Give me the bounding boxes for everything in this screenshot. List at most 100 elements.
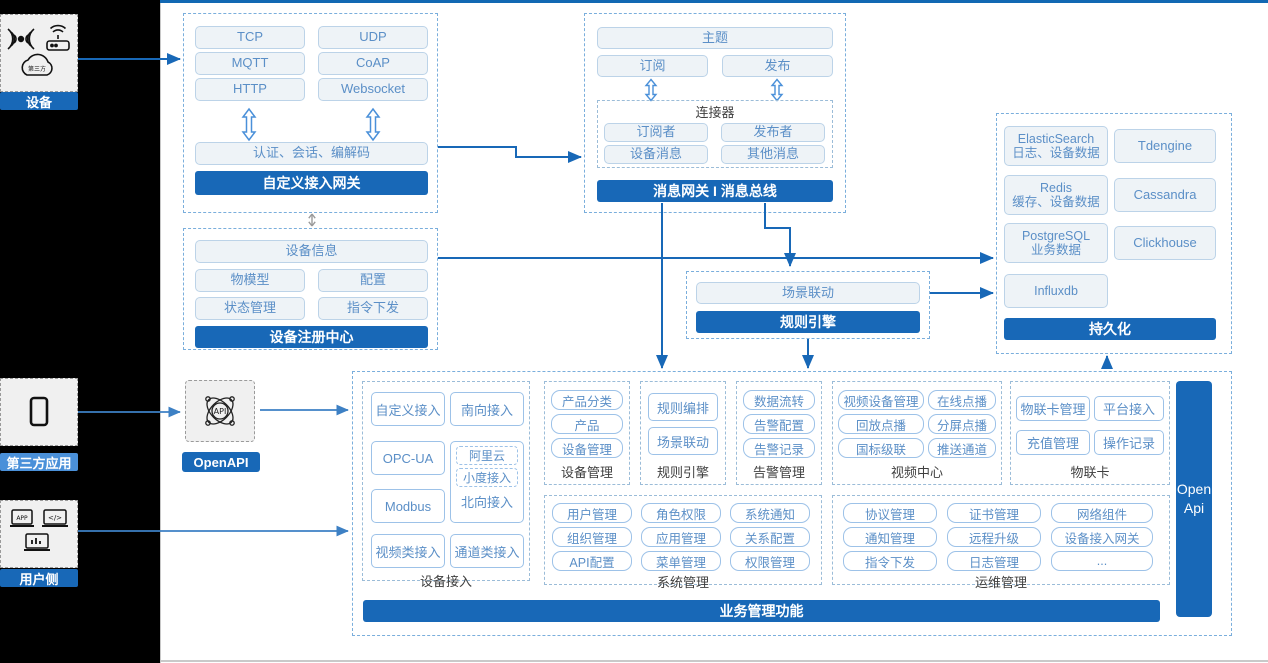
persistence-redis-sub: 缓存、设备数据 bbox=[1012, 195, 1100, 209]
group-system-management-item-4[interactable]: 应用管理 bbox=[641, 527, 721, 547]
user-side-icon-group: APP </> bbox=[10, 509, 68, 551]
persistence-bar[interactable]: 持久化 bbox=[1004, 318, 1216, 340]
persistence-elasticsearch-name: ElasticSearch bbox=[1017, 131, 1095, 146]
persistence-redis-name: Redis bbox=[1040, 180, 1072, 195]
group-video-center-item-0[interactable]: 视频设备管理 bbox=[838, 390, 924, 410]
persistence-group bbox=[996, 113, 1232, 354]
connector-publisher[interactable]: 发布者 bbox=[721, 123, 825, 142]
group-video-center-item-3[interactable]: 分屏点播 bbox=[928, 414, 996, 434]
registry-thing-model[interactable]: 物模型 bbox=[195, 269, 305, 292]
connector-other-msg[interactable]: 其他消息 bbox=[721, 145, 825, 164]
group-system-management-item-6[interactable]: API配置 bbox=[552, 551, 632, 571]
group-iot-card-item-2[interactable]: 充值管理 bbox=[1016, 430, 1090, 455]
device-registry-bar[interactable]: 设备注册中心 bbox=[195, 326, 428, 348]
gateway-protocol-mqtt[interactable]: MQTT bbox=[195, 52, 305, 75]
group-system-management-item-1[interactable]: 角色权限 bbox=[641, 503, 721, 523]
group-system-management-item-5[interactable]: 关系配置 bbox=[730, 527, 810, 547]
registry-config[interactable]: 配置 bbox=[318, 269, 428, 292]
group-system-management-title: 系统管理 bbox=[656, 574, 709, 590]
device-access-video[interactable]: 视频类接入 bbox=[371, 534, 445, 568]
group-system-management-item-8[interactable]: 权限管理 bbox=[730, 551, 810, 571]
device-access-southbound[interactable]: 南向接入 bbox=[450, 392, 524, 426]
device-access-modbus[interactable]: Modbus bbox=[371, 489, 445, 523]
group-ops-management-item-4[interactable]: 远程升级 bbox=[947, 527, 1041, 547]
persistence-tdengine[interactable]: Tdengine bbox=[1114, 129, 1216, 163]
device-access-opc-ua[interactable]: OPC-UA bbox=[371, 441, 445, 475]
persistence-elasticsearch-sub: 日志、设备数据 bbox=[1012, 146, 1100, 160]
group-ops-management-item-1[interactable]: 证书管理 bbox=[947, 503, 1041, 523]
registry-state-mgmt[interactable]: 状态管理 bbox=[195, 297, 305, 320]
device-access-northbound-xiaodu[interactable]: 小度接入 bbox=[456, 468, 518, 487]
message-subscribe[interactable]: 订阅 bbox=[597, 55, 708, 77]
group-ops-management-item-3[interactable]: 通知管理 bbox=[843, 527, 937, 547]
actor-label-user-side: 用户侧 bbox=[0, 569, 78, 587]
device-access-channel[interactable]: 通道类接入 bbox=[450, 534, 524, 568]
device-access-northbound[interactable]: 阿里云 小度接入 北向接入 bbox=[450, 441, 524, 523]
group-device-management-item-1[interactable]: 产品 bbox=[551, 414, 623, 434]
persistence-postgresql-name: PostgreSQL bbox=[1021, 228, 1091, 243]
group-system-management-item-3[interactable]: 组织管理 bbox=[552, 527, 632, 547]
registry-device-info[interactable]: 设备信息 bbox=[195, 240, 428, 263]
connector-subscriber[interactable]: 订阅者 bbox=[604, 123, 708, 142]
group-video-center-item-5[interactable]: 推送通道 bbox=[928, 438, 996, 458]
group-video-center-item-2[interactable]: 回放点播 bbox=[838, 414, 924, 434]
business-management-bar[interactable]: 业务管理功能 bbox=[363, 600, 1160, 622]
group-iot-card-item-1[interactable]: 平台接入 bbox=[1094, 396, 1164, 421]
openapi-side-bar[interactable]: Open Api bbox=[1176, 381, 1212, 617]
group-device-management-item-2[interactable]: 设备管理 bbox=[551, 438, 623, 458]
message-topic[interactable]: 主题 bbox=[597, 27, 833, 49]
actor-user-side-icons: APP </> bbox=[0, 500, 78, 568]
group-rule-engine-item-0[interactable]: 规则编排 bbox=[648, 393, 718, 421]
persistence-postgresql[interactable]: PostgreSQL 业务数据 bbox=[1004, 223, 1108, 263]
message-publish[interactable]: 发布 bbox=[722, 55, 833, 77]
gateway-bidirectional-arrow-right bbox=[360, 107, 386, 147]
group-system-management-item-7[interactable]: 菜单管理 bbox=[641, 551, 721, 571]
persistence-clickhouse[interactable]: Clickhouse bbox=[1114, 226, 1216, 260]
group-alarm-management-item-1[interactable]: 告警配置 bbox=[743, 414, 815, 434]
group-ops-management-item-5[interactable]: 设备接入网关 bbox=[1051, 527, 1153, 547]
rule-engine-scene-linkage[interactable]: 场景联动 bbox=[696, 282, 920, 304]
group-video-center-item-1[interactable]: 在线点播 bbox=[928, 390, 996, 410]
svg-text:API: API bbox=[214, 407, 227, 416]
group-system-management-item-0[interactable]: 用户管理 bbox=[552, 503, 632, 523]
group-ops-management-item-7[interactable]: 日志管理 bbox=[947, 551, 1041, 571]
openapi-side-bar-line1: Open bbox=[1176, 481, 1212, 498]
group-alarm-management-item-2[interactable]: 告警记录 bbox=[743, 438, 815, 458]
svg-text:</>: </> bbox=[48, 514, 62, 522]
message-bus-bar[interactable]: 消息网关 I 消息总线 bbox=[597, 180, 833, 202]
group-iot-card-item-0[interactable]: 物联卡管理 bbox=[1016, 396, 1090, 421]
gateway-bar[interactable]: 自定义接入网关 bbox=[195, 171, 428, 195]
connector-device-msg[interactable]: 设备消息 bbox=[604, 145, 708, 164]
rule-engine-bar[interactable]: 规则引擎 bbox=[696, 311, 920, 333]
device-access-northbound-aliyun[interactable]: 阿里云 bbox=[456, 446, 518, 465]
actor-device-icons: 第三方 bbox=[0, 14, 78, 92]
persistence-elasticsearch[interactable]: ElasticSearch 日志、设备数据 bbox=[1004, 126, 1108, 166]
group-alarm-management bbox=[736, 381, 822, 485]
registry-command-issue[interactable]: 指令下发 bbox=[318, 297, 428, 320]
group-system-management-item-2[interactable]: 系统通知 bbox=[730, 503, 810, 523]
group-ops-management-item-6[interactable]: 指令下发 bbox=[843, 551, 937, 571]
group-iot-card-item-3[interactable]: 操作记录 bbox=[1094, 430, 1164, 455]
group-alarm-management-item-0[interactable]: 数据流转 bbox=[743, 390, 815, 410]
gateway-protocol-websocket[interactable]: Websocket bbox=[318, 78, 428, 101]
persistence-influxdb[interactable]: Influxdb bbox=[1004, 274, 1108, 308]
openapi-side-bar-line2: Api bbox=[1183, 500, 1205, 516]
group-ops-management-item-2[interactable]: 网络组件 bbox=[1051, 503, 1153, 523]
gateway-protocol-http[interactable]: HTTP bbox=[195, 78, 305, 101]
group-ops-management-item-8[interactable]: ... bbox=[1051, 551, 1153, 571]
gateway-protocol-tcp[interactable]: TCP bbox=[195, 26, 305, 49]
device-access-custom[interactable]: 自定义接入 bbox=[371, 392, 445, 426]
gateway-protocol-udp[interactable]: UDP bbox=[318, 26, 428, 49]
group-device-management-item-0[interactable]: 产品分类 bbox=[551, 390, 623, 410]
group-rule-engine-item-1[interactable]: 场景联动 bbox=[648, 427, 718, 455]
svg-text:APP: APP bbox=[16, 515, 28, 522]
group-ops-management-item-0[interactable]: 协议管理 bbox=[843, 503, 937, 523]
persistence-redis[interactable]: Redis 缓存、设备数据 bbox=[1004, 175, 1108, 215]
persistence-cassandra[interactable]: Cassandra bbox=[1114, 178, 1216, 212]
group-video-center-item-4[interactable]: 国标级联 bbox=[838, 438, 924, 458]
group-device-management-title: 设备管理 bbox=[560, 464, 613, 480]
gateway-protocol-coap[interactable]: CoAP bbox=[318, 52, 428, 75]
business-management-group bbox=[352, 371, 1232, 636]
actor-label-third-party-app: 第三方应用 bbox=[0, 453, 78, 471]
gateway-auth-session-codec[interactable]: 认证、会话、编解码 bbox=[195, 142, 428, 165]
